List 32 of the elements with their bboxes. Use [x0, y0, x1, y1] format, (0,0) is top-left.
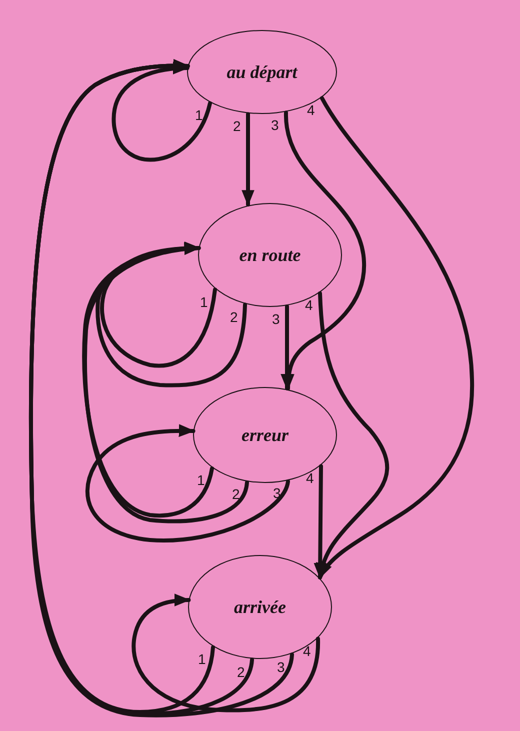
- transition-arrow: [282, 110, 366, 390]
- transition-arrow: [112, 62, 212, 162]
- transition-arrow: [82, 242, 214, 518]
- edge-label: 1: [195, 108, 203, 122]
- edge-label: 3: [277, 660, 285, 674]
- transition-arrow: [314, 464, 327, 580]
- transition-arrow: [83, 242, 249, 524]
- state-label: arrivée: [234, 596, 286, 618]
- transition-arrow: [85, 424, 290, 542]
- state-label: en route: [239, 244, 301, 266]
- edge-label: 1: [197, 473, 205, 488]
- edge-label: 1: [198, 652, 206, 666]
- state-label: au départ: [226, 62, 298, 82]
- edge-label: 2: [232, 487, 240, 502]
- edge-label: 4: [303, 644, 311, 658]
- edge-label: 2: [237, 664, 245, 679]
- transition-arrow: [96, 242, 247, 388]
- edge-label: 4: [305, 298, 313, 312]
- edge-label: 2: [230, 310, 238, 324]
- edge-label: 4: [306, 471, 314, 486]
- edge-label: 2: [233, 119, 241, 134]
- edge-label: 3: [271, 118, 279, 132]
- state-ellipse: [193, 387, 337, 483]
- transition-arrow: [242, 112, 254, 206]
- edge-label: 4: [307, 103, 315, 118]
- transition-arrow: [318, 96, 474, 580]
- transition-arrow: [280, 304, 294, 390]
- edge-label: 3: [272, 312, 280, 326]
- state-label: erreur: [241, 424, 288, 446]
- transition-arrow: [29, 59, 294, 718]
- edge-label: 1: [200, 294, 208, 309]
- transition-arrow: [132, 594, 320, 712]
